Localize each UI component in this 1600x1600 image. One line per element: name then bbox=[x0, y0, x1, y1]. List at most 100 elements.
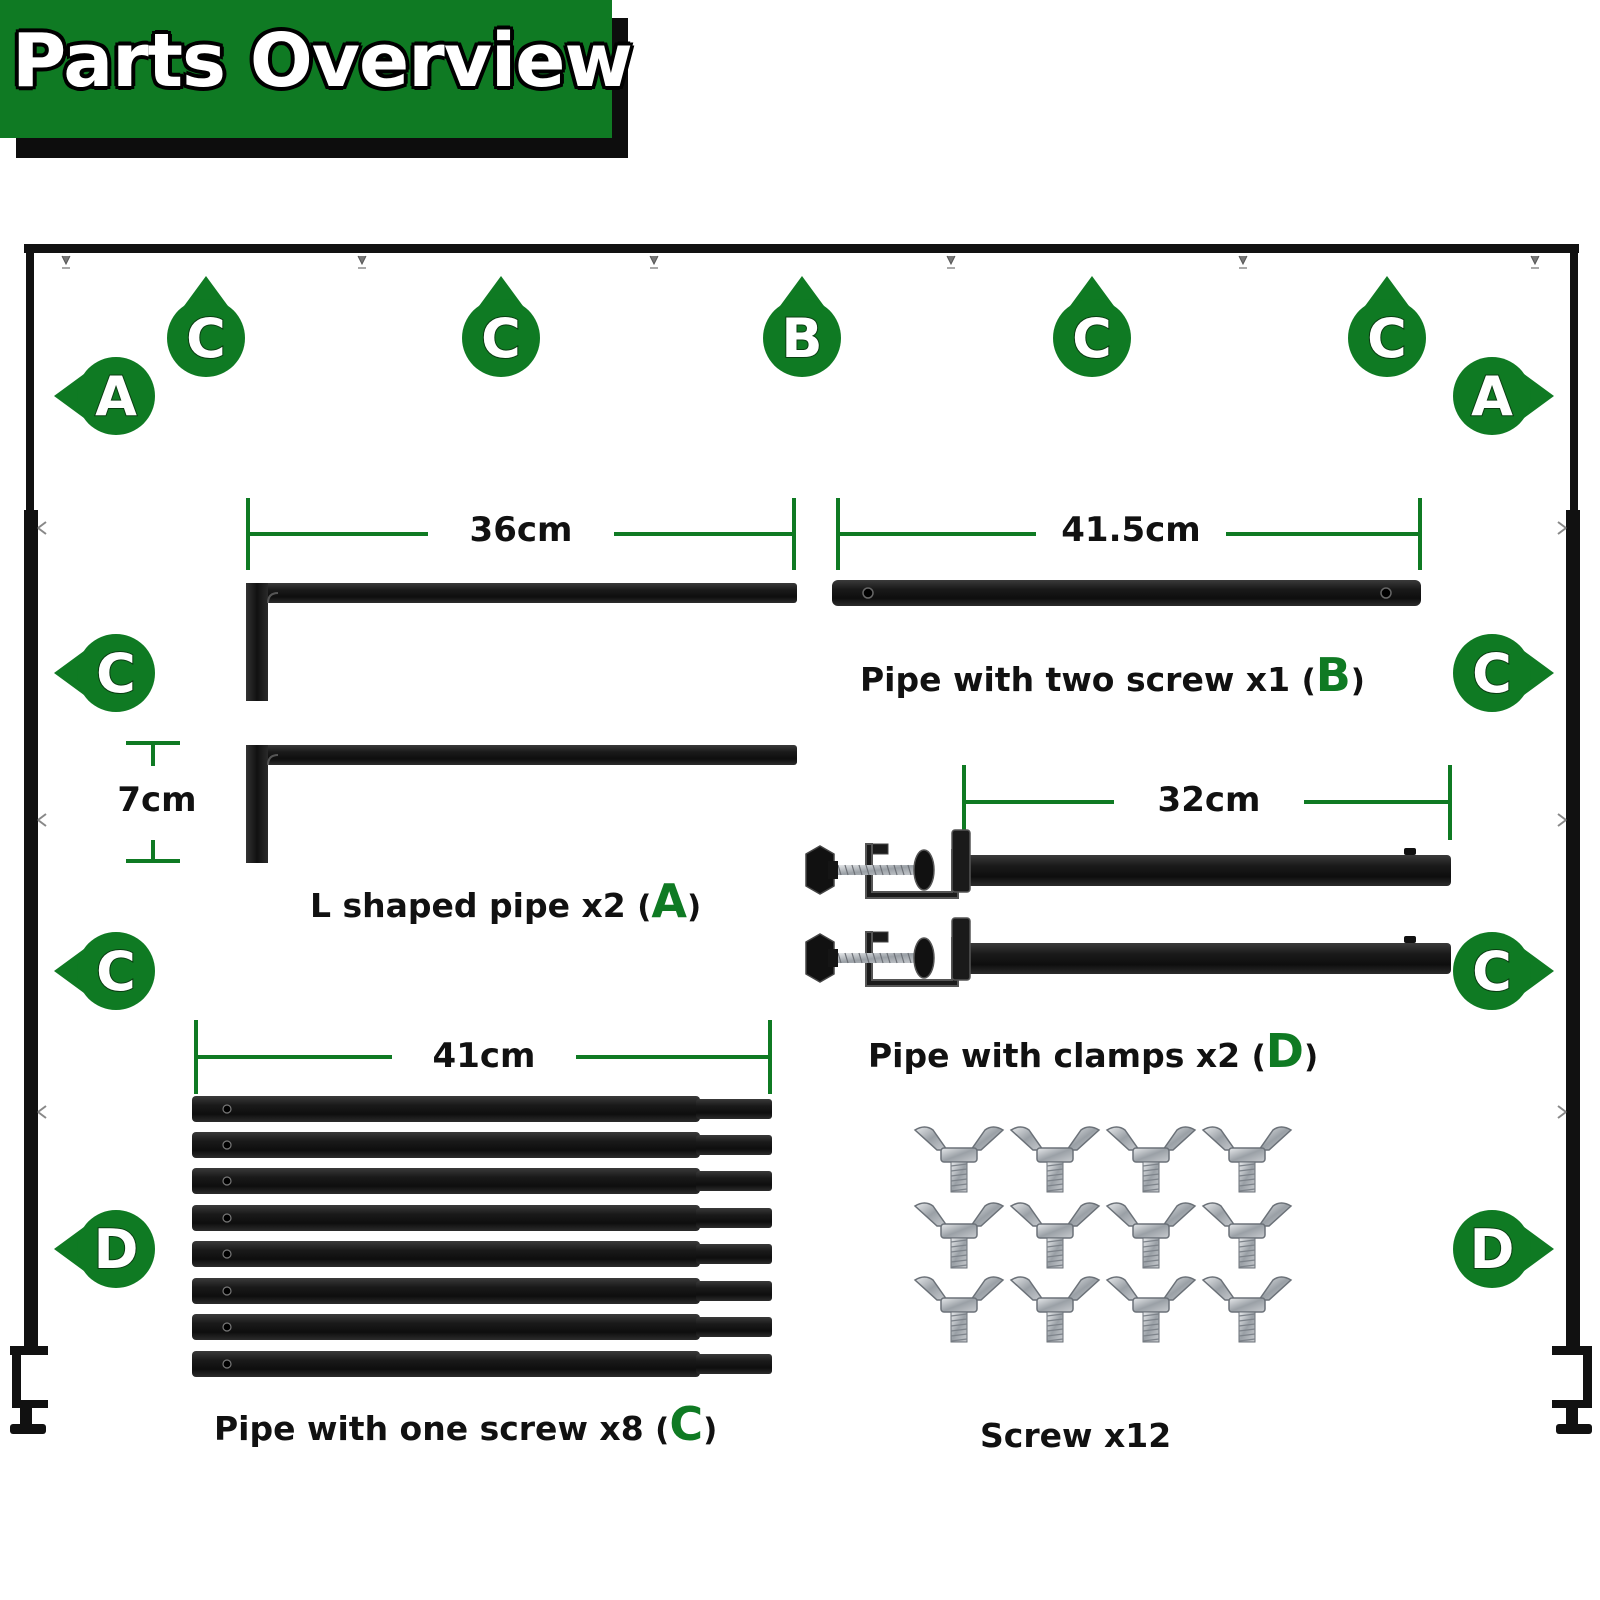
c-clamp-icon bbox=[805, 917, 971, 987]
pipe-body bbox=[192, 1351, 700, 1377]
badge-pointer bbox=[184, 276, 228, 306]
caption-screw: Screw x12 bbox=[980, 1416, 1171, 1455]
pipe-with-one-screw-7 bbox=[192, 1314, 772, 1340]
caption-pipe-with-clamps: Pipe with clamps x2 (D) bbox=[868, 1024, 1319, 1078]
dim-label-41cm: 41cm bbox=[432, 1036, 536, 1076]
frame-outline bbox=[10, 244, 1592, 1434]
badge-top-2: C bbox=[462, 276, 540, 377]
badge-pointer bbox=[54, 1227, 84, 1271]
pipe-with-one-screw-3 bbox=[192, 1168, 772, 1194]
pipe-with-one-screw-4 bbox=[192, 1205, 772, 1231]
screw-grid bbox=[913, 1126, 1293, 1343]
pipe-reducer bbox=[696, 1208, 772, 1228]
pipe-reducer bbox=[696, 1099, 772, 1119]
wing-nut-screw-icon bbox=[913, 1202, 1005, 1269]
badge-left-3: C bbox=[54, 932, 155, 1010]
pipe-with-clamp-2 bbox=[805, 917, 1451, 987]
caption-text: Pipe with clamps x2 bbox=[868, 1036, 1241, 1075]
badge-circle bbox=[1348, 299, 1426, 377]
pipe-screw-hole bbox=[222, 1140, 232, 1150]
pipe-body bbox=[192, 1096, 700, 1122]
wing-nut-screw-icon bbox=[1201, 1202, 1293, 1269]
badge-letter: A bbox=[95, 365, 137, 428]
wing-nut-screw-icon bbox=[913, 1276, 1005, 1343]
pipe-screw-hole bbox=[222, 1359, 232, 1369]
badge-letter: C bbox=[1072, 307, 1112, 370]
pipe-with-one-screw-2 bbox=[192, 1132, 772, 1158]
pipes-with-one-screw bbox=[192, 1096, 772, 1377]
clamp-pipe-body bbox=[962, 855, 1451, 886]
badge-circle bbox=[77, 357, 155, 435]
pipe-reducer bbox=[696, 1135, 772, 1155]
badge-letter: B bbox=[781, 307, 822, 370]
badge-pointer bbox=[1070, 276, 1114, 306]
badge-left-2: C bbox=[54, 634, 155, 712]
pipe-body bbox=[192, 1241, 700, 1267]
badge-pointer bbox=[1524, 374, 1554, 418]
pipe-with-one-screw-5 bbox=[192, 1241, 772, 1267]
badge-right-2: C bbox=[1453, 634, 1554, 712]
part-letter-a: A bbox=[651, 874, 687, 928]
badge-circle bbox=[77, 634, 155, 712]
badge-circle bbox=[1453, 1210, 1531, 1288]
wing-nut-screw-icon bbox=[1009, 1276, 1101, 1343]
badge-pointer bbox=[1524, 1227, 1554, 1271]
page-title: Parts Overview bbox=[12, 18, 633, 104]
pipe-screw-hole bbox=[222, 1213, 232, 1223]
pipe-reducer bbox=[696, 1281, 772, 1301]
clamp-pipe-pin bbox=[1404, 936, 1416, 943]
badge-top-1: C bbox=[167, 276, 245, 377]
wing-nut-screw-icon bbox=[1201, 1276, 1293, 1343]
badge-circle bbox=[1453, 932, 1531, 1010]
caption-l-shaped-pipe: L shaped pipe x2 (A) bbox=[310, 874, 702, 928]
badge-letter: C bbox=[96, 940, 136, 1003]
badge-top-4: C bbox=[1053, 276, 1131, 377]
pipe-screw-hole bbox=[222, 1176, 232, 1186]
wing-nut-screw-icon bbox=[1105, 1276, 1197, 1343]
badge-circle bbox=[1453, 357, 1531, 435]
badge-pointer bbox=[54, 374, 84, 418]
badge-letter: C bbox=[1472, 940, 1512, 1003]
wing-nut-screw-icon bbox=[1009, 1202, 1101, 1269]
pipe-body bbox=[192, 1205, 700, 1231]
pipe-screw-hole bbox=[222, 1286, 232, 1296]
badge-right-1: A bbox=[1453, 357, 1554, 435]
wing-nut-screw-icon bbox=[913, 1126, 1005, 1193]
badge-pointer bbox=[1524, 651, 1554, 695]
dim-label-41-5cm: 41.5cm bbox=[1061, 510, 1201, 550]
badge-circle bbox=[77, 932, 155, 1010]
badge-top-3: B bbox=[763, 276, 841, 377]
pipe-screw-hole bbox=[222, 1104, 232, 1114]
badge-letter: C bbox=[1367, 307, 1407, 370]
l-shaped-pipe-2 bbox=[246, 745, 797, 863]
dimension-lines bbox=[126, 498, 1452, 1094]
badge-letter: D bbox=[1470, 1218, 1515, 1281]
clamp-pipe-body bbox=[962, 943, 1451, 974]
badge-pointer bbox=[1524, 949, 1554, 993]
badge-top-5: C bbox=[1348, 276, 1426, 377]
caption-text: Pipe with one screw x8 bbox=[214, 1409, 644, 1448]
wing-nut-screw-icon bbox=[1009, 1126, 1101, 1193]
badge-left-1: A bbox=[54, 357, 155, 435]
pipe-with-one-screw-1 bbox=[192, 1096, 772, 1122]
title-banner: Parts Overview bbox=[0, 0, 633, 138]
badge-pointer bbox=[1365, 276, 1409, 306]
pipe-with-two-screw bbox=[832, 580, 1421, 606]
badge-letter: C bbox=[1472, 642, 1512, 705]
badge-pointer bbox=[780, 276, 824, 306]
caption-pipe-with-one-screw: Pipe with one screw x8 (C) bbox=[214, 1397, 718, 1451]
part-letter-d: D bbox=[1265, 1024, 1304, 1078]
badge-circle bbox=[462, 299, 540, 377]
badge-circle bbox=[1453, 634, 1531, 712]
badge-right-3: C bbox=[1453, 932, 1554, 1010]
badge-circle bbox=[77, 1210, 155, 1288]
wing-nut-screw-icon bbox=[1201, 1126, 1293, 1193]
l-shaped-pipe-1 bbox=[246, 583, 797, 701]
wing-nut-screw-icon bbox=[1105, 1202, 1197, 1269]
caption-text: Screw x12 bbox=[980, 1416, 1172, 1455]
badge-letter: C bbox=[481, 307, 521, 370]
badge-letter: C bbox=[186, 307, 226, 370]
